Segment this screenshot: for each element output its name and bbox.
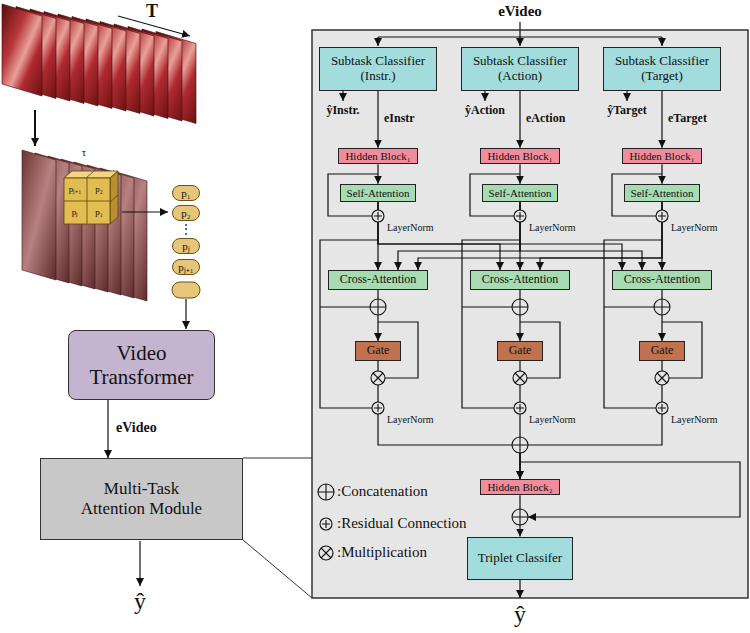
gate-box: Gate (355, 341, 401, 361)
legend-text: :Residual Connection (337, 515, 467, 532)
video-frames (2, 4, 196, 124)
connector-arrow (519, 91, 520, 148)
box-text: p₂ (181, 207, 190, 220)
box-text: Multi-Task Attention Module (72, 479, 212, 518)
subtask-output: ŷInstr. (326, 104, 359, 118)
patch-label: p₁ (95, 207, 103, 217)
cross-attention-box: Cross-Attention (470, 270, 570, 290)
patch-cubes (64, 171, 118, 224)
triplet-classifier-box: Triplet Classifer (467, 537, 573, 580)
connector-arrow (107, 400, 108, 458)
transformer-box: Video Transformer (68, 330, 215, 400)
self-attention-box: Self-Attention (482, 184, 559, 203)
classifier-box: Subtask Classifier (Action) (461, 47, 579, 91)
layernorm-label: LayerNorm (529, 414, 576, 426)
hidden-block: Hidden Block₁ (622, 148, 701, 165)
operator-symbols (318, 210, 670, 560)
token-pill: pⱼ₊₁ (172, 259, 200, 275)
layernorm-label: LayerNorm (529, 222, 576, 234)
cross-attention-box: Cross-Attention (612, 270, 712, 290)
box-text: p₁ (181, 187, 190, 200)
embedding-label: eAction (526, 112, 565, 126)
layernorm-label: LayerNorm (671, 414, 718, 426)
box-text: Self-Attention (631, 187, 694, 200)
box-text: Subtask Classifier (Instr.) (323, 54, 433, 84)
connector-arrow (661, 91, 662, 148)
box-text: pⱼ (182, 240, 190, 253)
connector-arrow (377, 91, 378, 148)
connector-arrow (398, 202, 520, 270)
box-text: Video Transformer (73, 341, 210, 389)
connector-arrow (418, 202, 662, 270)
box-text: Cross-Attention (624, 273, 701, 287)
patch-label: p₂ (95, 184, 103, 194)
classifier-box: Subtask Classifier (Instr.) (319, 47, 437, 91)
hidden-block: Hidden Block₁ (338, 148, 417, 165)
box-text: Triplet Classifer (478, 551, 562, 566)
time-axis-label: T (146, 1, 158, 22)
box-text: Gate (651, 344, 674, 358)
subtask-output: ŷAction (465, 104, 505, 118)
self-attention-box: Self-Attention (624, 184, 701, 203)
wires (35, 16, 740, 598)
output-label: ŷ (134, 588, 146, 616)
embedding-label: eVideo (116, 420, 157, 436)
patch-label: pⱼ (72, 207, 79, 217)
embedding-label: eTarget (668, 112, 707, 126)
token-pill (172, 282, 200, 298)
tau-label: τ (82, 146, 86, 159)
token-pill: p₁ (172, 185, 200, 201)
box-text: Hidden Block₁ (345, 150, 410, 163)
box-text: pⱼ₊₁ (178, 261, 193, 274)
box-text: Self-Attention (489, 187, 552, 200)
token-pill: pⱼ (172, 238, 200, 254)
legend-text: :Concatenation (337, 483, 428, 500)
classifier-box: Subtask Classifier (Target) (603, 47, 721, 91)
patch-label: pⱼ₊₁ (69, 184, 82, 194)
connector-arrow (540, 202, 662, 270)
zoom-lines (243, 458, 312, 598)
embedding-label: eInstr (384, 112, 415, 126)
box-text: Subtask Classifier (Target) (607, 54, 717, 84)
token-pill: p₂ (172, 205, 200, 221)
box-text: Hidden Block₁ (629, 150, 694, 163)
box-text: Hidden Block₁ (487, 150, 552, 163)
gate-box: Gate (639, 341, 685, 361)
connector-arrow (520, 202, 642, 270)
hidden-block: Hidden Block₁ (480, 148, 559, 165)
box-text: Gate (509, 344, 532, 358)
box-text: Gate (367, 344, 390, 358)
output-label: ŷ (514, 601, 526, 629)
cross-attention-box: Cross-Attention (328, 270, 428, 290)
box-text: Cross-Attention (482, 273, 559, 287)
module-panel (312, 30, 748, 598)
self-attention-box: Self-Attention (340, 184, 417, 203)
subtask-output: ŷTarget (607, 104, 647, 118)
box-text: Cross-Attention (340, 273, 417, 287)
box-text: Hidden Block₂ (487, 481, 552, 494)
ellipsis: ⋮ (180, 223, 192, 237)
input-label: eVideo (498, 3, 542, 20)
box-text: Self-Attention (347, 187, 410, 200)
gate-box: Gate (497, 341, 543, 361)
legend-text: :Multiplication (337, 544, 427, 561)
connector-arrow (378, 202, 500, 270)
hidden-block: Hidden Block₂ (480, 479, 559, 496)
layernorm-label: LayerNorm (671, 222, 718, 234)
patch-frames (22, 150, 147, 301)
connector-arrow (378, 202, 622, 270)
box-text: Subtask Classifier (Action) (465, 54, 575, 84)
layernorm-label: LayerNorm (387, 414, 434, 426)
module-box: Multi-Task Attention Module (40, 458, 243, 540)
layernorm-label: LayerNorm (387, 222, 434, 234)
